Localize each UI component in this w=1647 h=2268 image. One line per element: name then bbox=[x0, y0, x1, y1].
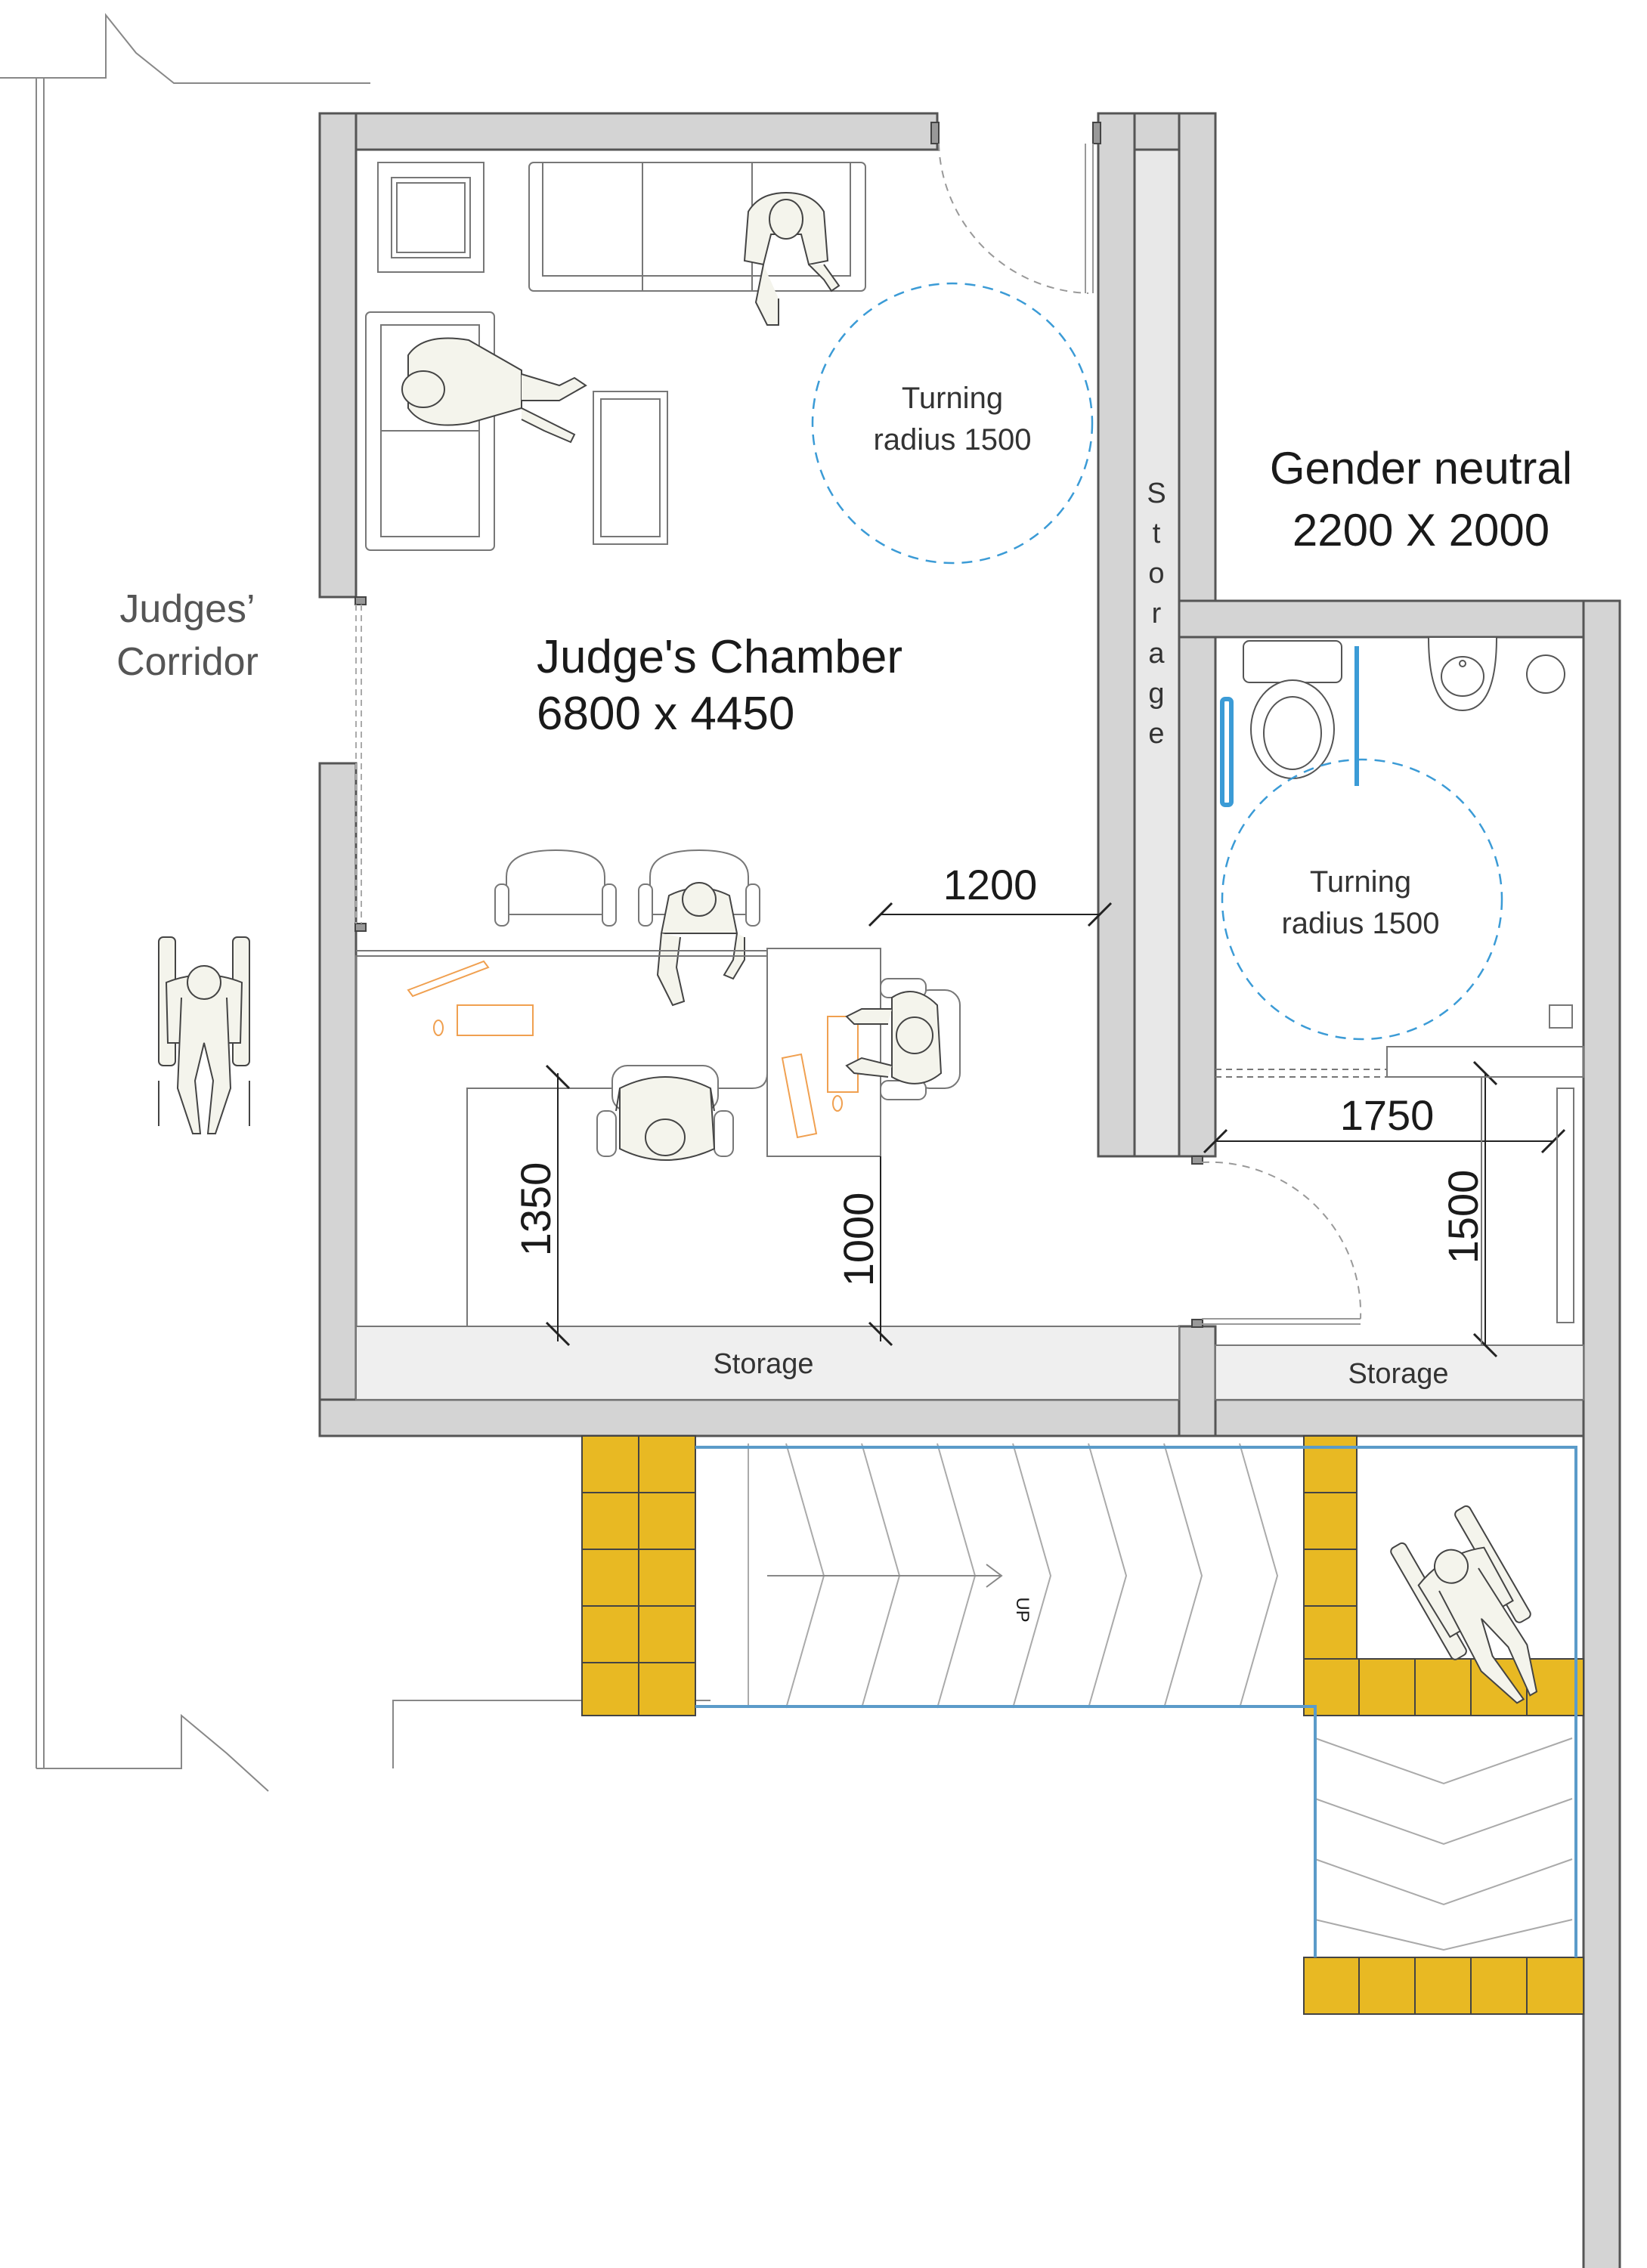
storage-bottom-label: Storage bbox=[713, 1348, 813, 1380]
chamber-size: 6800 x 4450 bbox=[537, 688, 794, 740]
dimension-1000: 1000 bbox=[834, 1193, 882, 1287]
storage-letter: o bbox=[1148, 558, 1164, 589]
door-jambs bbox=[354, 122, 1203, 1328]
storage-letter: S bbox=[1147, 478, 1166, 509]
chamber-entry-door bbox=[938, 143, 1094, 294]
person-standing-icon bbox=[743, 191, 841, 326]
washbasin bbox=[1427, 636, 1498, 712]
storage-letter: a bbox=[1148, 638, 1165, 670]
wheelchair-user-icon bbox=[158, 936, 250, 1134]
tactile-paving bbox=[581, 1435, 1584, 2015]
chamber-title: Judge's Chamber bbox=[537, 631, 902, 683]
dimension-1200: 1200 bbox=[943, 861, 1038, 908]
waste-bin bbox=[1526, 654, 1565, 694]
turning-label-line1: Turning bbox=[902, 382, 1003, 415]
turning-circle bbox=[811, 282, 1094, 565]
corridor-window bbox=[355, 605, 362, 924]
corridor-label-line1: Judges’ bbox=[119, 587, 255, 631]
turning-wc-label-line2: radius 1500 bbox=[1281, 907, 1439, 940]
stair-up-label: UP bbox=[1012, 1597, 1032, 1622]
storage-letter: r bbox=[1152, 598, 1162, 630]
wc-title: Gender neutral bbox=[1270, 443, 1572, 494]
judge-person-icon bbox=[845, 991, 943, 1084]
sofa bbox=[528, 162, 866, 292]
armchair bbox=[365, 311, 495, 551]
judge-desk bbox=[355, 948, 881, 1327]
stair-direction-arrow bbox=[767, 1564, 1003, 1588]
desk-equipment bbox=[407, 960, 859, 1139]
storage-units bbox=[355, 1326, 1584, 1400]
clerk-person-icon bbox=[615, 1076, 716, 1161]
turning-label-line2: radius 1500 bbox=[873, 423, 1031, 456]
wc-size: 2200 X 2000 bbox=[1293, 505, 1549, 555]
wc-fixtures bbox=[1215, 1004, 1584, 1345]
corridor-label-line2: Corridor bbox=[116, 640, 259, 684]
storage-letter: g bbox=[1148, 678, 1164, 710]
dimension-1500: 1500 bbox=[1439, 1170, 1487, 1264]
turning-wc-label-line1: Turning bbox=[1310, 865, 1411, 899]
coffee-table bbox=[593, 391, 668, 545]
grab-bars bbox=[1220, 646, 1359, 807]
handrails bbox=[695, 1446, 1577, 1957]
storage-wc-label: Storage bbox=[1348, 1358, 1448, 1390]
dimension-lines bbox=[545, 902, 1566, 1358]
storage-vertical-label: S t o r a g e bbox=[1147, 478, 1166, 750]
dimension-1350: 1350 bbox=[512, 1162, 559, 1257]
wheelchair-user-landing-icon bbox=[1390, 1505, 1538, 1704]
side-table bbox=[377, 162, 485, 273]
walls bbox=[318, 112, 1621, 2268]
storage-letter: e bbox=[1148, 718, 1164, 750]
wc-door bbox=[1201, 1161, 1362, 1325]
storage-letter: t bbox=[1153, 518, 1161, 549]
turning-circle-wc bbox=[1221, 758, 1503, 1041]
toilet bbox=[1243, 640, 1342, 779]
person-seated-icon bbox=[401, 337, 587, 444]
dimension-1750: 1750 bbox=[1340, 1091, 1435, 1139]
